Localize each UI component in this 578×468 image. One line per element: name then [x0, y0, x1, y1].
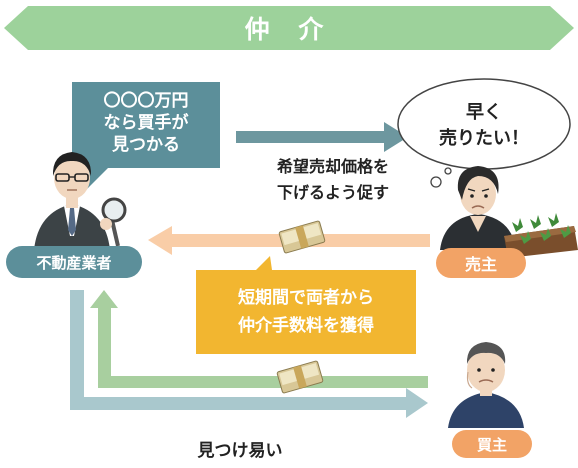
seller-message: 希望売却価格を 下げるよう促す	[248, 154, 418, 206]
thought-line: 早く	[466, 102, 502, 123]
fee-box	[196, 256, 416, 354]
thought-bubble	[397, 78, 571, 188]
magnifier-icon	[100, 197, 127, 247]
buyer-person-icon	[448, 342, 524, 428]
speech-box-text: 〇〇〇万円 なら買手が 見つかる	[72, 90, 220, 156]
speech-line: 〇〇〇万円	[103, 91, 189, 111]
thought-line: 売りたい！	[439, 128, 529, 149]
agent-label: 不動産業者	[36, 253, 112, 272]
speech-line: なら買手が	[103, 113, 189, 133]
speech-box	[72, 82, 220, 190]
arrow-buyer-to-agent	[90, 290, 428, 388]
field-icon	[504, 213, 578, 258]
banner-title: 仲 介	[244, 15, 334, 44]
fee-box-text: 短期間で両者から 仲介手数料を獲得	[196, 284, 416, 340]
buyer-pill-shape	[452, 430, 532, 458]
speech-line: 見つかる	[112, 135, 180, 155]
money-bundle-icon	[276, 360, 324, 394]
arrow-agent-to-seller	[236, 122, 408, 152]
thought-bubble-text: 早く 売りたい！	[424, 100, 544, 152]
arrow-agent-to-buyer	[70, 290, 428, 418]
agent-pill-shape	[6, 246, 142, 278]
banner-shape	[4, 6, 574, 50]
seller-label: 売主	[464, 255, 497, 274]
seller-message-line: 希望売却価格を	[276, 157, 389, 176]
fee-line: 短期間で両者から	[238, 288, 374, 308]
fee-line: 仲介手数料を獲得	[238, 316, 374, 336]
seller-message-line: 下げるよう促す	[276, 183, 389, 202]
seller-pill-shape	[436, 248, 526, 278]
money-bundle-icon	[278, 220, 326, 254]
buyer-caption: 見つけ易い	[197, 441, 283, 461]
seller-person-icon	[440, 166, 516, 250]
buyer-label: 買主	[476, 435, 507, 454]
agent-person-icon	[34, 152, 110, 250]
